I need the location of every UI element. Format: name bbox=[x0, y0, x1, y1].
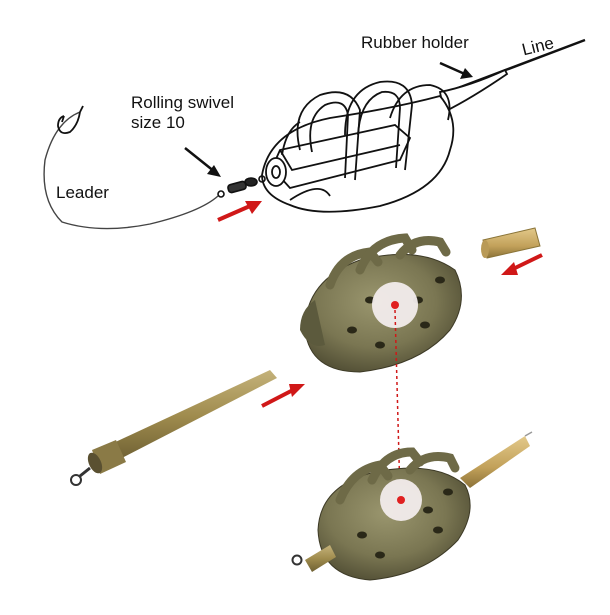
label-pointer-swivel bbox=[184, 147, 221, 177]
hook-icon bbox=[57, 105, 84, 135]
rubber-holder-piece bbox=[481, 227, 541, 259]
swivel-icon bbox=[217, 175, 266, 198]
label-rolling-swivel: Rolling swivel size 10 bbox=[131, 93, 234, 133]
red-arrow-tube bbox=[261, 384, 305, 408]
center-marker-top bbox=[372, 282, 418, 328]
leader-line bbox=[43, 111, 219, 230]
alignment-dotted-line bbox=[394, 309, 401, 496]
red-arrow-top bbox=[217, 201, 262, 222]
label-rolling-swivel-line1: Rolling swivel bbox=[131, 93, 234, 112]
label-rubber-holder: Rubber holder bbox=[361, 33, 469, 52]
rubber-holder-drawing bbox=[438, 68, 509, 114]
red-arrow-holder bbox=[501, 253, 543, 275]
tube-piece bbox=[70, 370, 277, 486]
feeder-cage-drawing bbox=[261, 80, 455, 213]
label-rolling-swivel-line2: size 10 bbox=[131, 113, 185, 132]
feeder-photo-assembled bbox=[291, 431, 533, 581]
center-marker-bottom bbox=[380, 479, 422, 521]
label-leader: Leader bbox=[56, 183, 109, 202]
label-pointer-rubber-holder bbox=[439, 61, 473, 79]
